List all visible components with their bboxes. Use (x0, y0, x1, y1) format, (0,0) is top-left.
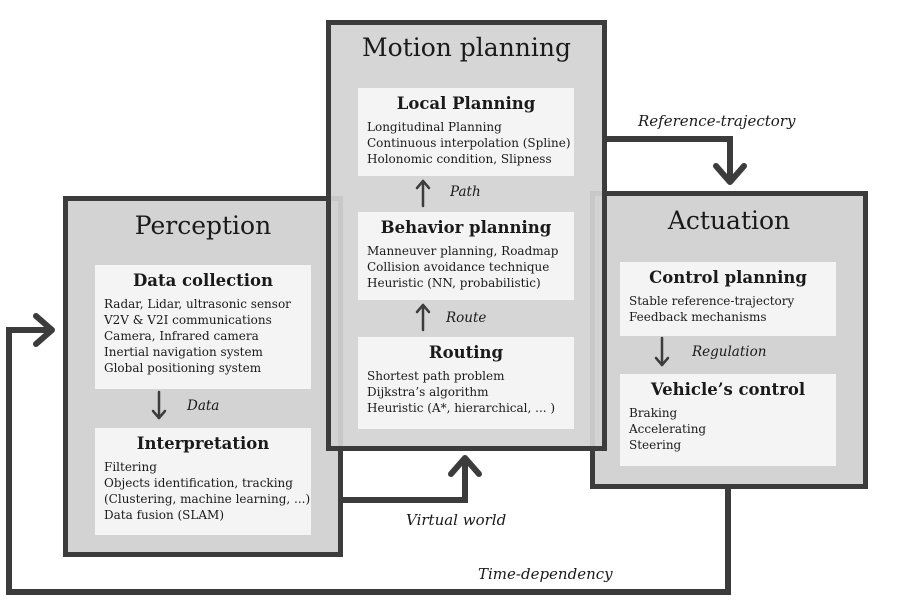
local-planning-line: Longitudinal Planning (367, 120, 502, 134)
control-planning-line: Stable reference-trajectory (629, 294, 795, 308)
virtual-world-arrow (343, 460, 468, 503)
time-dependency-label: Time-dependency (478, 565, 613, 583)
routing-line: Heuristic (A*, hierarchical, ... ) (367, 401, 556, 415)
data-collection-title: Data collection (132, 271, 274, 290)
actuation-panel: Actuation Control planning Stable refere… (590, 191, 868, 489)
routing-lines: Shortest path problem Dijkstra’s algorit… (367, 368, 574, 416)
time-dependency-arrowhead (33, 313, 55, 347)
data-collection-line: Global positioning system (104, 361, 262, 375)
local-planning-line: Continuous interpolation (Spline) (367, 136, 571, 150)
time-dependency-arrow (6, 327, 731, 595)
reference-trajectory-label: Reference-trajectory (638, 112, 796, 130)
data-collection-line: V2V & V2I communications (104, 313, 272, 327)
motion-planning-panel: Motion planning Local Planning Longitudi… (326, 20, 607, 451)
data-collection-lines: Radar, Lidar, ultrasonic sensor V2V & V2… (104, 296, 311, 376)
data-collection-card: Data collection Radar, Lidar, ultrasonic… (95, 265, 311, 389)
actuation-title: Actuation (667, 206, 791, 235)
local-planning-line: Holonomic condition, Slipness (367, 152, 552, 166)
regulation-arrow (654, 336, 670, 367)
reference-trajectory-arrow (607, 136, 733, 178)
vehicle-control-card: Vehicle’s control Braking Accelerating S… (620, 374, 836, 466)
vehicle-control-lines: Braking Accelerating Steering (629, 405, 836, 453)
behavior-planning-line: Collision avoidance technique (367, 260, 550, 274)
control-planning-title: Control planning (649, 268, 807, 287)
vehicle-control-line: Accelerating (629, 422, 707, 436)
interpretation-lines: Filtering Objects identification, tracki… (104, 459, 311, 523)
data-arrow (151, 390, 167, 420)
behavior-planning-line: Manneuver planning, Roadmap (367, 244, 559, 258)
interpretation-card: Interpretation Filtering Objects identif… (95, 428, 311, 535)
regulation-label: Regulation (692, 344, 767, 360)
data-collection-line: Radar, Lidar, ultrasonic sensor (104, 297, 291, 311)
routing-card: Routing Shortest path problem Dijkstra’s… (358, 337, 574, 429)
route-label: Route (446, 310, 487, 326)
perception-panel: Perception Data collection Radar, Lidar,… (63, 196, 343, 557)
behavior-planning-line: Heuristic (NN, probabilistic) (367, 276, 541, 290)
data-collection-line: Camera, Infrared camera (104, 329, 259, 343)
vehicle-control-title: Vehicle’s control (650, 380, 806, 399)
routing-line: Shortest path problem (367, 369, 505, 383)
routing-line: Dijkstra’s algorithm (367, 385, 489, 399)
virtual-world-label: Virtual world (406, 511, 507, 529)
path-label: Path (450, 184, 481, 200)
vehicle-control-line: Steering (629, 438, 682, 452)
interpretation-line: Data fusion (SLAM) (104, 508, 225, 522)
behavior-planning-lines: Manneuver planning, Roadmap Collision av… (367, 243, 574, 291)
interpretation-line: (Clustering, machine learning, ...) (104, 492, 311, 506)
route-arrow (415, 303, 431, 332)
control-planning-lines: Stable reference-trajectory Feedback mec… (629, 293, 836, 325)
local-planning-lines: Longitudinal Planning Continuous interpo… (367, 119, 574, 167)
behavior-planning-card: Behavior planning Manneuver planning, Ro… (358, 212, 574, 300)
local-planning-card: Local Planning Longitudinal Planning Con… (358, 88, 574, 176)
control-planning-line: Feedback mechanisms (629, 310, 767, 324)
vehicle-control-line: Braking (629, 406, 678, 420)
path-arrow (415, 179, 431, 208)
data-label: Data (187, 398, 220, 414)
motion-planning-title: Motion planning (362, 33, 571, 62)
reference-trajectory-arrowhead (713, 163, 747, 185)
interpretation-title: Interpretation (136, 434, 270, 453)
local-planning-title: Local Planning (396, 94, 536, 113)
data-collection-line: Inertial navigation system (104, 345, 263, 359)
behavior-planning-title: Behavior planning (380, 218, 552, 237)
virtual-world-arrowhead (448, 455, 482, 477)
control-planning-card: Control planning Stable reference-trajec… (620, 262, 836, 336)
interpretation-line: Objects identification, tracking (104, 476, 293, 490)
perception-title: Perception (134, 211, 272, 240)
routing-title: Routing (428, 343, 504, 362)
interpretation-line: Filtering (104, 460, 157, 474)
